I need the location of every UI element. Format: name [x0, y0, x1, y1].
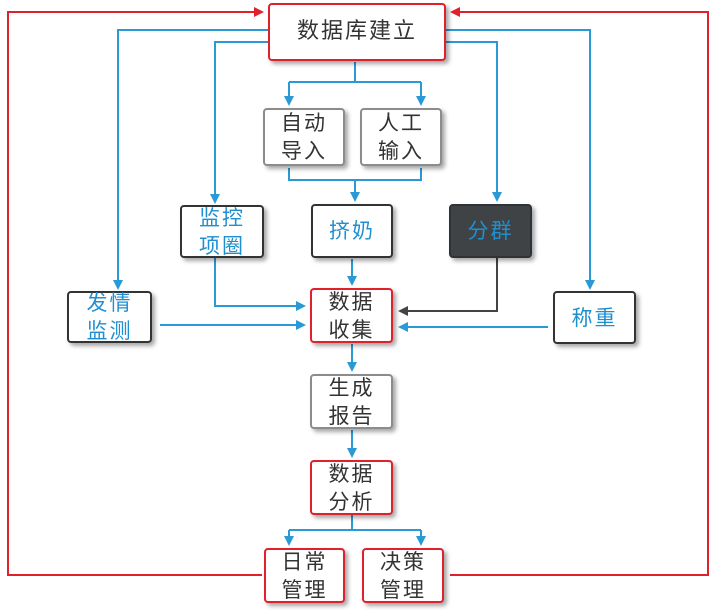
arrow-db-to-split [289, 62, 421, 83]
node-milking: 挤奶 [311, 204, 393, 258]
node-manual-input: 人工 输入 [360, 108, 442, 166]
node-estrus-monitor: 发情 监测 [67, 291, 152, 343]
arrow-collar-to-collect [214, 258, 306, 311]
node-decision-mgmt: 决策 管理 [362, 548, 444, 603]
merge-to-milking [288, 168, 422, 200]
arrow-grouping-to-collect [398, 258, 498, 316]
node-auto-import: 自动 导入 [263, 108, 345, 166]
arrow-db-to-monitor-collar [210, 41, 268, 204]
feedback-loop-left [7, 7, 264, 576]
node-grouping: 分群 [449, 204, 532, 258]
split-to-management [289, 515, 421, 531]
arrow-db-to-weighing [446, 29, 595, 290]
node-data-collect: 数据 收集 [310, 288, 393, 343]
node-weighing: 称重 [553, 291, 636, 344]
node-report-gen: 生成 报告 [310, 374, 393, 429]
feedback-loop-right [450, 7, 709, 576]
node-database-build: 数据库建立 [268, 3, 446, 61]
arrow-db-to-estrus [113, 29, 268, 290]
node-monitor-collar: 监控 项圈 [180, 205, 264, 258]
arrow-db-to-grouping [446, 41, 502, 202]
node-daily-mgmt: 日常 管理 [264, 548, 345, 603]
node-data-analysis: 数据 分析 [310, 460, 393, 515]
